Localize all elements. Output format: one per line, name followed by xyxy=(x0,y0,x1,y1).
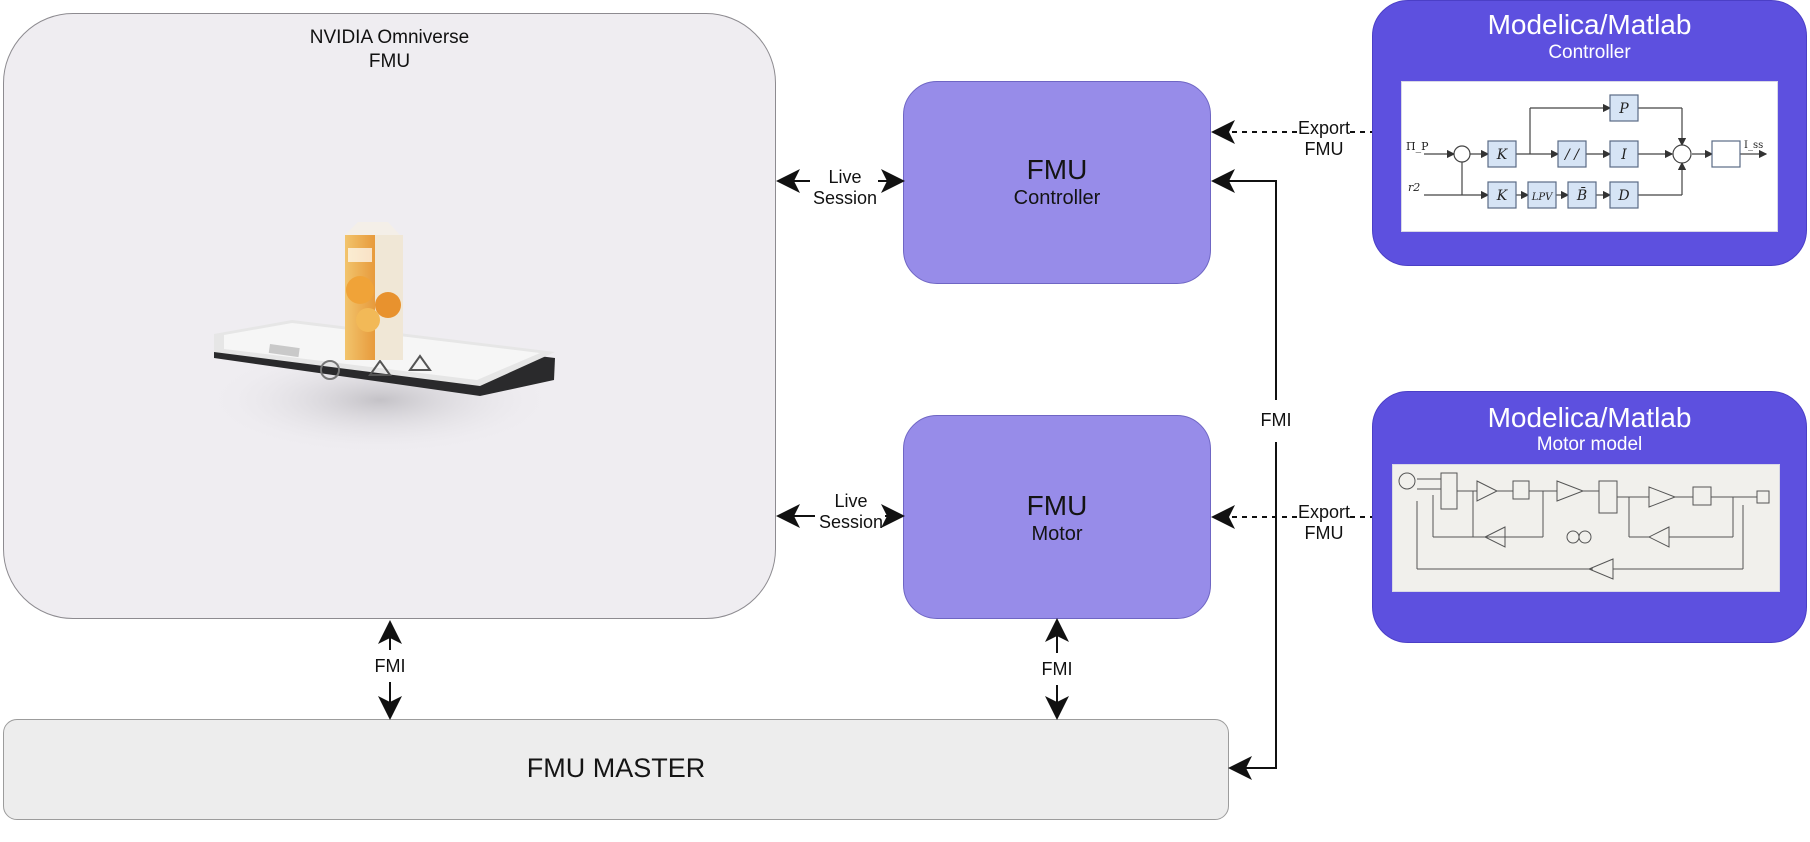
controller-input-2: r2 xyxy=(1408,181,1420,194)
live-session-top-label: Live Session xyxy=(800,167,890,209)
fmu-master-label: FMU MASTER xyxy=(526,753,706,783)
controller-input-1: Π_P xyxy=(1406,140,1429,153)
fmu-controller-title: FMU xyxy=(1026,154,1088,185)
matlab-motor-title: Modelica/Matlab xyxy=(1487,402,1692,433)
fmi-right-connector-top xyxy=(1211,169,1277,400)
fmu-controller-box: FMU Controller xyxy=(903,81,1211,284)
controller-block-diagram: K / / P I K LPV B̄ D Π_P r2 I_ss xyxy=(1401,81,1778,232)
live-session-top-line1: Live xyxy=(828,167,862,187)
omniverse-title-line1: NVIDIA Omniverse xyxy=(309,27,470,48)
fmu-controller-subtitle: Controller xyxy=(1013,187,1101,209)
block-i: I xyxy=(1620,147,1627,163)
live-session-bottom-line2: Session xyxy=(818,512,884,532)
export-fmu-bottom-label: Export FMU xyxy=(1284,502,1364,544)
export-fmu-top-label: Export FMU xyxy=(1284,118,1364,160)
omniverse-title: NVIDIA Omniverse FMU xyxy=(3,26,776,74)
fmi-center-label: FMI xyxy=(1041,659,1073,679)
export-bottom-line1: Export xyxy=(1297,502,1351,522)
fmi-right-connector-bottom xyxy=(1228,442,1277,780)
fmu-motor-subtitle: Motor xyxy=(1031,523,1083,545)
matlab-controller-subtitle: Controller xyxy=(1548,42,1631,63)
export-top-line1: Export xyxy=(1297,118,1351,138)
controller-block-diagram-svg: K / / P I K LPV B̄ D Π_P r2 I_ss xyxy=(1406,94,1768,209)
live-session-bottom-label: Live Session xyxy=(806,491,896,533)
live-session-top-line2: Session xyxy=(812,188,878,208)
block-d: D xyxy=(1617,188,1629,204)
motor-block-diagram-svg xyxy=(1398,472,1770,580)
block-b: B̄ xyxy=(1576,186,1587,204)
fmi-left-label: FMI xyxy=(374,656,406,676)
block-p: P xyxy=(1618,101,1629,117)
omniverse-title-line2: FMU xyxy=(368,51,411,72)
export-top-line2: FMU xyxy=(1304,139,1344,159)
fmi-right-label: FMI xyxy=(1260,410,1292,430)
motor-block-diagram xyxy=(1392,464,1780,592)
controller-output: I_ss xyxy=(1744,140,1763,151)
block-lpv: LPV xyxy=(1531,192,1554,203)
live-session-bottom-line1: Live xyxy=(834,491,868,511)
block-k2: K xyxy=(1496,188,1509,204)
block-k1: K xyxy=(1496,147,1509,163)
matlab-motor-subtitle: Motor model xyxy=(1536,434,1643,455)
conveyor-scene-illustration xyxy=(205,222,555,455)
block-slash: / / xyxy=(1563,147,1580,163)
fmu-motor-title: FMU xyxy=(1026,490,1088,521)
fmu-master-box xyxy=(3,719,1229,820)
export-bottom-line2: FMU xyxy=(1304,523,1344,543)
matlab-controller-title: Modelica/Matlab xyxy=(1487,9,1692,40)
